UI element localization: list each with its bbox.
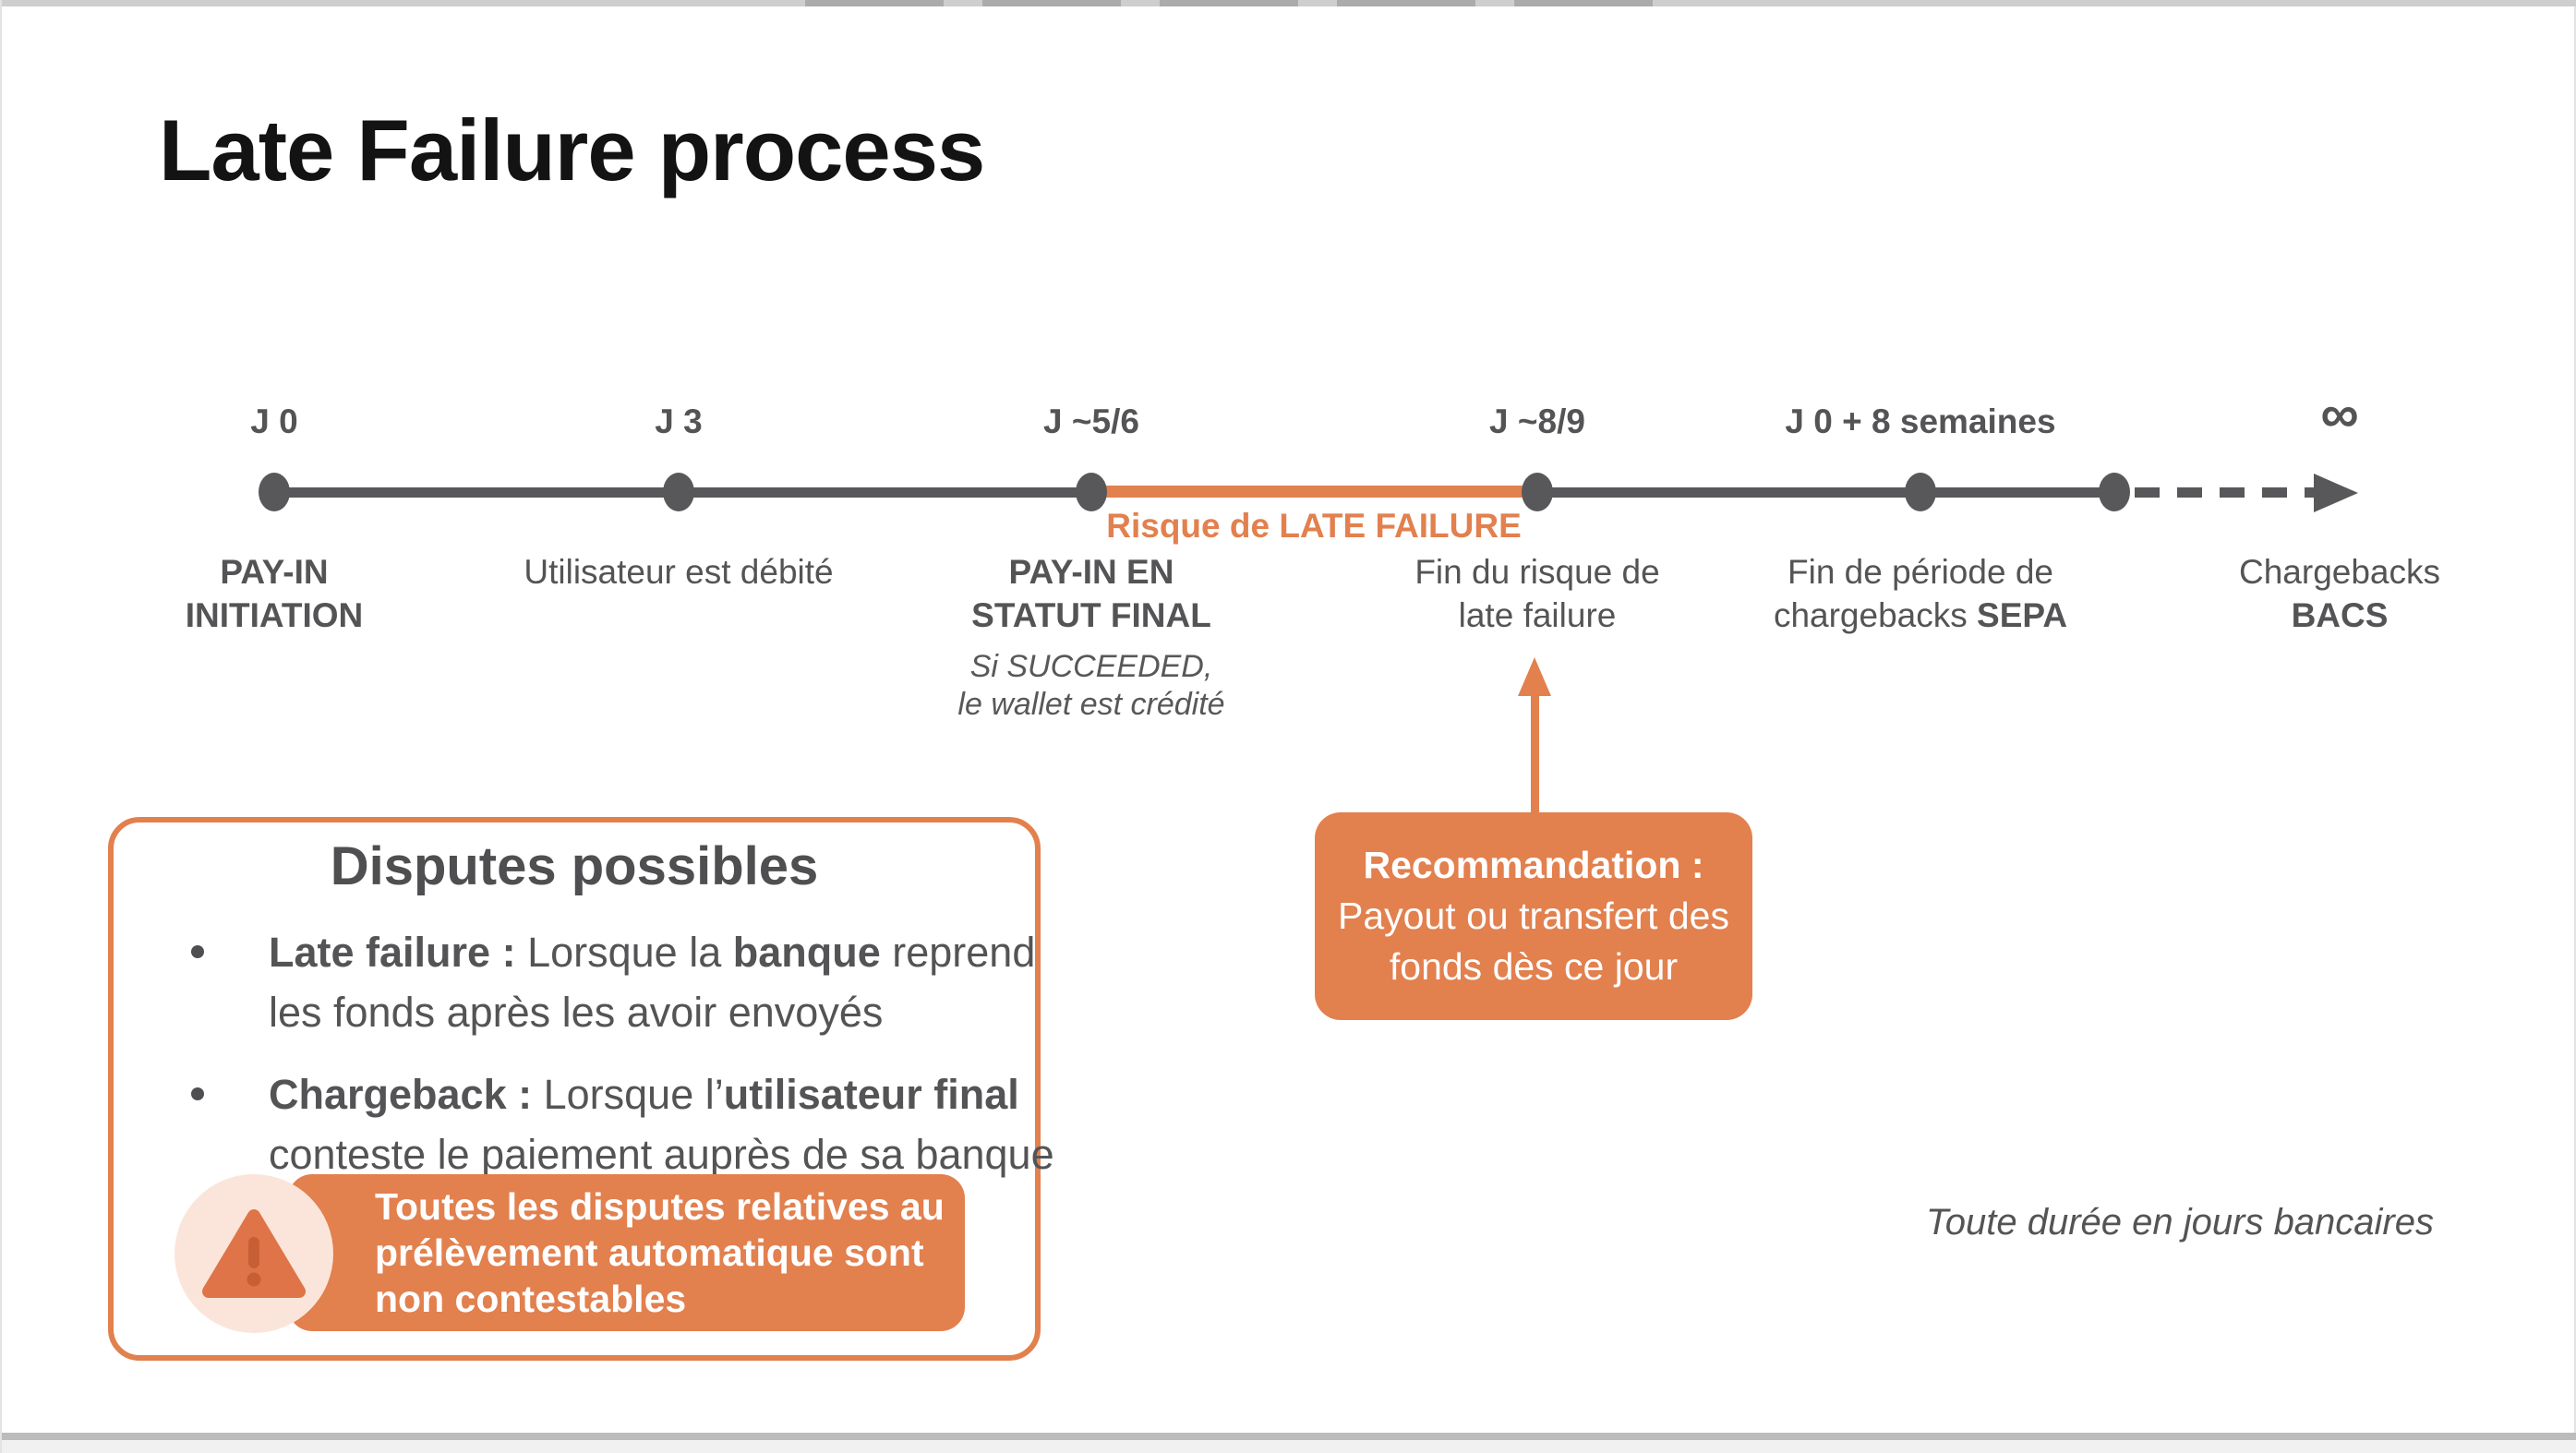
warning-icon-circle — [175, 1174, 333, 1333]
timeline-dot — [1905, 473, 1936, 511]
timeline-dot — [2099, 473, 2130, 511]
milestone-label-line: Fin de période de — [1774, 550, 2067, 594]
dispute-bullet-text: Late failure : Lorsque la banque reprend… — [269, 922, 1035, 1042]
timeline-dot — [1522, 473, 1553, 511]
recommendation-line: Payout ou transfert des — [1338, 895, 1729, 937]
warning-triangle-icon — [202, 1209, 306, 1298]
milestone-label-line: chargebacks SEPA — [1774, 594, 2067, 637]
text-segment: Fin de période de — [1788, 553, 2053, 591]
milestone-label-line: INITIATION — [186, 594, 364, 637]
dispute-bullet-text: Chargeback : Lorsque l’utilisateur final… — [269, 1064, 1054, 1184]
milestone-label-line: PAY-IN EN — [971, 550, 1211, 594]
text-segment: Chargebacks — [2238, 553, 2441, 591]
text-segment: Late failure : — [269, 929, 528, 976]
bullet-icon — [191, 1087, 204, 1100]
text-segment: les fonds après les avoir envoyés — [269, 989, 884, 1036]
milestone-note-line: Si SUCCEEDED, — [969, 649, 1213, 684]
text-segment: INITIATION — [185, 596, 364, 634]
text-segment: banque — [732, 929, 881, 976]
milestone-label: PAY-IN EN STATUT FINAL — [971, 550, 1211, 637]
dispute-bullet-line: Chargeback : Lorsque l’utilisateur final — [269, 1064, 1054, 1124]
milestone-time-label: J 0 + 8 semaines — [1785, 402, 2056, 440]
milestone-label: Fin du risque de late failure — [1414, 550, 1659, 637]
milestone-label-line: Utilisateur est débité — [524, 550, 833, 594]
warning-line: prélèvement automatique sont — [375, 1231, 924, 1274]
text-segment: SEPA — [1977, 596, 2068, 634]
timeline-dashed-segment — [2135, 487, 2314, 498]
bullet-icon — [191, 945, 204, 958]
dispute-bullet: Chargeback : Lorsque l’utilisateur final… — [191, 1064, 1054, 1184]
text-segment: reprend — [880, 929, 1036, 976]
timeline-dot — [259, 473, 290, 511]
text-segment: PAY-IN EN — [1008, 553, 1174, 591]
timeline-dot — [1076, 473, 1107, 511]
text-segment: chargebacks — [1773, 596, 1978, 634]
dispute-bullet-line: les fonds après les avoir envoyés — [269, 982, 1035, 1042]
disputes-bullet-list: Late failure : Lorsque la banque reprend… — [191, 922, 1054, 1184]
milestone-note-line: le wallet est crédité — [957, 687, 1225, 722]
text-segment: Lorsque la — [527, 929, 733, 976]
milestone-label-line: late failure — [1414, 594, 1659, 637]
footnote: Toute durée en jours bancaires — [1926, 1202, 2434, 1243]
page-title: Late Failure process — [159, 102, 985, 198]
recommendation-line: fonds dès ce jour — [1389, 945, 1679, 988]
milestone-time-label: J 3 — [655, 402, 703, 440]
milestone-label: PAY-IN INITIATION — [186, 550, 364, 637]
milestone-time-label: J ~8/9 — [1489, 402, 1585, 440]
recommendation-text: Payout ou transfert des fonds dès ce jour — [1315, 891, 1752, 992]
timeline-risk-segment — [1091, 486, 1537, 498]
text-segment: PAY-IN — [220, 553, 329, 591]
warning-line: non contestables — [375, 1278, 687, 1320]
recommendation-box: Recommandation : Payout ou transfert des… — [1315, 812, 1752, 1020]
text-segment: Lorsque l’ — [543, 1071, 724, 1118]
milestone-label: Utilisateur est débité — [524, 550, 833, 594]
dispute-bullet-line: conteste le paiement auprès de sa banque — [269, 1124, 1054, 1184]
window-bottom-edge — [2, 1433, 2576, 1440]
timeline-dot — [663, 473, 694, 511]
text-segment: late failure — [1458, 596, 1617, 634]
milestone-note: Si SUCCEEDED,le wallet est crédité — [957, 648, 1224, 724]
milestone-label-line: Fin du risque de — [1414, 550, 1659, 594]
dispute-bullet-line: Late failure : Lorsque la banque reprend — [269, 922, 1035, 982]
text-segment: Fin du risque de — [1414, 553, 1660, 591]
dispute-bullet: Late failure : Lorsque la banque reprend… — [191, 922, 1035, 1042]
timeline-arrowhead-icon — [2314, 474, 2358, 512]
text-segment: Utilisateur est débité — [524, 553, 834, 591]
milestone-label-line: PAY-IN — [186, 550, 364, 594]
text-segment: STATUT FINAL — [971, 596, 1211, 634]
milestone-label-line: BACS — [2239, 594, 2440, 637]
text-segment: utilisateur final — [723, 1071, 1019, 1118]
milestone-time-label: ∞ — [2320, 384, 2359, 444]
window-top-edge — [2, 0, 2576, 6]
window-bottom-underlay — [2, 1440, 2576, 1453]
milestone-time-label: J 0 — [250, 402, 298, 440]
recommendation-arrow-head-icon — [1518, 657, 1551, 696]
recommendation-title: Recommandation : — [1363, 844, 1704, 886]
milestone-label-line: STATUT FINAL — [971, 594, 1211, 637]
window-top-dashes — [805, 0, 1664, 6]
disputes-title: Disputes possibles — [330, 836, 819, 896]
text-segment: Chargeback : — [269, 1071, 544, 1118]
milestone-time-label: J ~5/6 — [1043, 402, 1139, 440]
milestone-label-line: Chargebacks — [2239, 550, 2440, 594]
text-segment: BACS — [2291, 596, 2389, 634]
recommendation-arrow — [1531, 692, 1539, 814]
risk-label: Risque de LATE FAILURE — [1106, 507, 1522, 545]
text-segment: conteste le paiement auprès de sa banque — [269, 1131, 1054, 1178]
warning-line: Toutes les disputes relatives au — [375, 1185, 945, 1228]
